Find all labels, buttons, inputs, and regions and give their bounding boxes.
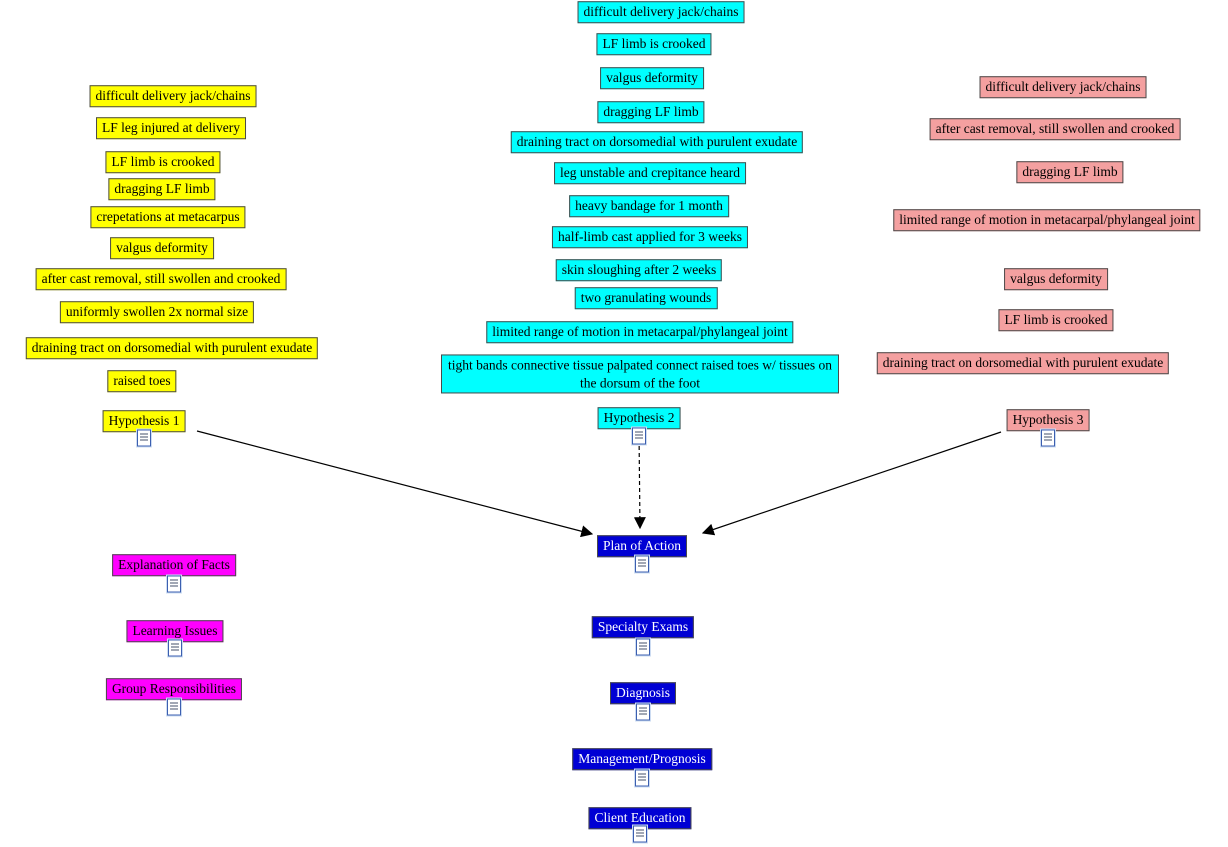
document-icon[interactable]: [636, 703, 650, 721]
document-icon[interactable]: [137, 429, 151, 447]
concept-node[interactable]: dragging LF limb: [108, 178, 216, 200]
concept-node[interactable]: limited range of motion in metacarpal/ph…: [486, 321, 794, 343]
management-prognosis-node[interactable]: Management/Prognosis: [572, 748, 712, 770]
concept-node[interactable]: draining tract on dorsomedial with purul…: [510, 131, 804, 153]
concept-node[interactable]: difficult delivery jack/chains: [89, 85, 257, 107]
concept-node[interactable]: dragging LF limb: [1016, 161, 1124, 183]
hypothesis-2-node[interactable]: Hypothesis 2: [597, 407, 681, 429]
document-icon[interactable]: [168, 639, 182, 657]
concept-node[interactable]: uniformly swollen 2x normal size: [59, 301, 255, 323]
document-icon[interactable]: [167, 698, 181, 716]
document-icon[interactable]: [632, 427, 646, 445]
concept-node[interactable]: draining tract on dorsomedial with purul…: [876, 352, 1170, 374]
concept-node[interactable]: two granulating wounds: [574, 287, 718, 309]
concept-node[interactable]: dragging LF limb: [597, 101, 705, 123]
concept-node[interactable]: difficult delivery jack/chains: [577, 1, 745, 23]
concept-node[interactable]: valgus deformity: [1004, 268, 1108, 290]
concept-node[interactable]: LF limb is crooked: [105, 151, 221, 173]
concept-node[interactable]: draining tract on dorsomedial with purul…: [25, 337, 319, 359]
document-icon[interactable]: [636, 638, 650, 656]
concept-node[interactable]: LF limb is crooked: [596, 33, 712, 55]
concept-node[interactable]: after cast removal, still swollen and cr…: [929, 118, 1181, 140]
concept-node[interactable]: valgus deformity: [110, 237, 214, 259]
diagnosis-node[interactable]: Diagnosis: [610, 682, 676, 704]
client-education-node[interactable]: Client Education: [588, 807, 692, 829]
specialty-exams-node[interactable]: Specialty Exams: [591, 616, 695, 638]
concept-node[interactable]: LF limb is crooked: [998, 309, 1114, 331]
concept-node[interactable]: leg unstable and crepitance heard: [554, 162, 746, 184]
concept-node[interactable]: raised toes: [107, 370, 177, 392]
plan-of-action-node[interactable]: Plan of Action: [597, 535, 687, 557]
hypothesis-3-node[interactable]: Hypothesis 3: [1006, 409, 1090, 431]
document-icon[interactable]: [633, 825, 647, 843]
arrow-hypothesis3-to-plan: [701, 431, 1002, 536]
concept-node[interactable]: half-limb cast applied for 3 weeks: [551, 226, 749, 248]
arrow-hypothesis1-to-plan: [196, 430, 594, 538]
concept-node[interactable]: valgus deformity: [600, 67, 704, 89]
document-icon[interactable]: [1041, 429, 1055, 447]
concept-node[interactable]: LF leg injured at delivery: [96, 117, 246, 139]
document-icon[interactable]: [635, 769, 649, 787]
concept-node[interactable]: skin sloughing after 2 weeks: [555, 259, 723, 281]
document-icon[interactable]: [167, 575, 181, 593]
explanation-of-facts-node[interactable]: Explanation of Facts: [112, 554, 236, 576]
concept-node[interactable]: difficult delivery jack/chains: [979, 76, 1147, 98]
concept-node[interactable]: crepetations at metacarpus: [90, 206, 246, 228]
concept-node[interactable]: after cast removal, still swollen and cr…: [35, 268, 287, 290]
group-responsibilities-node[interactable]: Group Responsibilities: [105, 678, 243, 700]
arrow-hypothesis2-to-plan: [633, 431, 646, 530]
concept-node[interactable]: limited range of motion in metacarpal/ph…: [893, 209, 1201, 231]
concept-node[interactable]: tight bands connective tissue palpated c…: [441, 354, 839, 394]
document-icon[interactable]: [635, 555, 649, 573]
concept-node[interactable]: heavy bandage for 1 month: [569, 195, 729, 217]
